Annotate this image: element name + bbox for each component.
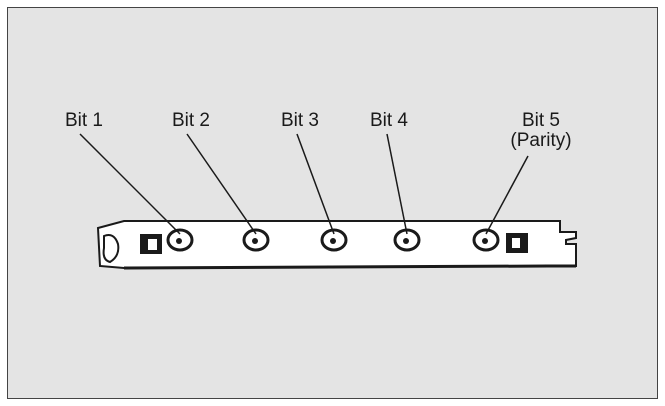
leader-line-bit-4	[386, 133, 408, 235]
bit-label-1: Bit 1	[65, 111, 103, 131]
leader-line-bit-5	[485, 155, 529, 235]
bit-label-3-text: Bit 3	[280, 110, 320, 131]
tape-shadow-edge	[123, 264, 576, 270]
bit-label-4-text: Bit 4	[369, 110, 409, 131]
bit-label-3: Bit 3	[281, 111, 319, 131]
tape-holes	[166, 228, 500, 252]
leader-line-bit-3	[296, 133, 335, 235]
leader-lines	[79, 133, 529, 235]
tape-hole-5-center	[482, 238, 488, 244]
tape-left-marker-inner	[148, 239, 157, 250]
tape-left-curl	[102, 234, 120, 264]
bit-label-1-text: Bit 1	[64, 110, 104, 131]
bit-label-2-text: Bit 2	[171, 110, 211, 131]
tape-hole-2-center	[252, 238, 258, 244]
leader-line-bit-2	[186, 133, 257, 235]
bit-label-5: Bit 5 (Parity)	[510, 111, 571, 151]
bit-label-5-text: Bit 5	[521, 110, 561, 131]
tape-right-marker-inner	[512, 238, 520, 248]
bit-label-2: Bit 2	[172, 111, 210, 131]
tape-hole-3-center	[330, 238, 336, 244]
tape-strip	[79, 133, 577, 270]
tape-hole-1-center	[176, 238, 182, 244]
bit-label-4: Bit 4	[370, 111, 408, 131]
diagram-frame	[7, 7, 658, 399]
tape-hole-4-center	[403, 238, 409, 244]
bit-label-5-subtext: (Parity)	[510, 130, 572, 151]
leader-line-bit-1	[79, 133, 181, 235]
